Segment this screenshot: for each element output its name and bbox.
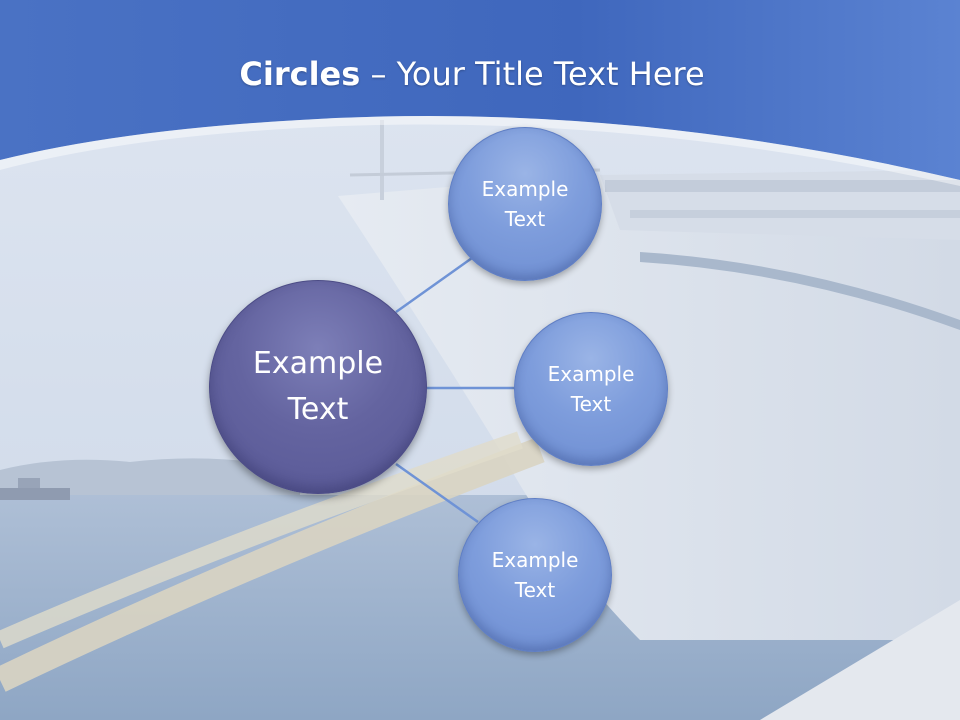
title-rest: – Your Title Text Here [360,55,705,93]
connector-1 [395,256,473,314]
center-circle: Example Text [209,280,427,494]
node-circle-3: Example Text [458,498,612,652]
node-circle-3-label: Example Text [491,548,579,602]
center-circle-label: Example Text [252,346,384,427]
node-circle-2: Example Text [514,312,668,466]
node-circle-1-label: Example Text [481,177,569,231]
slide-title: Circles – Your Title Text Here [0,52,944,96]
node-circle-2-label: Example Text [547,362,635,416]
connector-3 [395,462,479,524]
node-circle-1: Example Text [448,127,602,281]
title-bold: Circles [239,55,361,93]
